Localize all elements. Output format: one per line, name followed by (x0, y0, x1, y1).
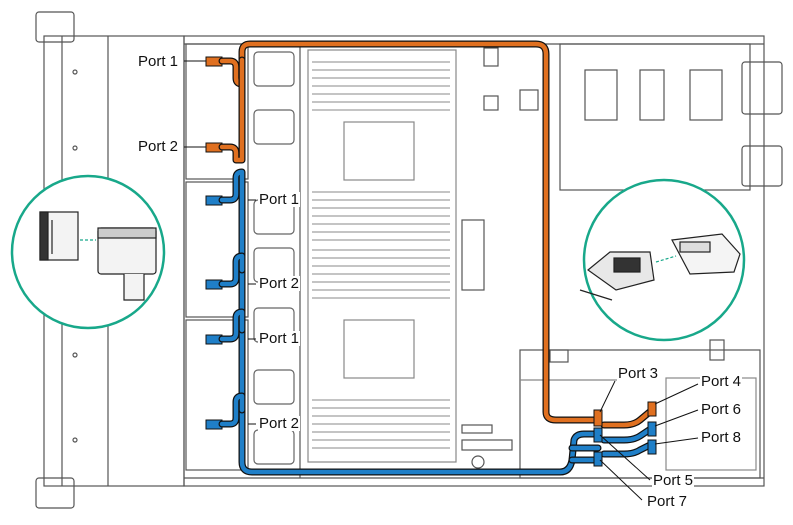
rear-port-2 (741, 145, 783, 187)
front-handle-bottom (35, 477, 75, 509)
label-mid-port-1b: Port 1 (258, 330, 301, 347)
connector-port-3 (593, 409, 603, 427)
orange-cables (218, 40, 656, 429)
front-handle-top (35, 11, 75, 43)
connector-port-5 (593, 427, 603, 443)
leader-lines (184, 60, 699, 501)
connector-port-8 (647, 439, 657, 455)
rear-port-1 (741, 61, 783, 115)
label-mid-port-1a: Port 1 (258, 191, 301, 208)
processor-2 (343, 319, 415, 379)
controller-connectors (593, 401, 657, 467)
drive-cage-1 (185, 43, 249, 180)
drive-connectors (205, 56, 223, 430)
storage-controller-area (519, 349, 761, 479)
label-mid-port-2a: Port 2 (258, 275, 301, 292)
connector-port-7 (593, 451, 603, 467)
label-right-port-5: Port 5 (652, 472, 695, 489)
label-right-port-3: Port 3 (617, 365, 660, 382)
label-right-port-7: Port 7 (646, 493, 689, 510)
connector-detail-icon (579, 233, 741, 301)
chassis-outline (183, 35, 765, 487)
label-right-port-8: Port 8 (700, 429, 743, 446)
label-mid-port-2b: Port 2 (258, 415, 301, 432)
blue-cables (218, 168, 656, 476)
label-right-port-6: Port 6 (700, 401, 743, 418)
processor-1 (343, 121, 415, 181)
connector-port-6 (647, 421, 657, 437)
drive-cage-3 (185, 319, 249, 471)
left-callout (10, 174, 166, 330)
drive-cage-2 (185, 181, 249, 318)
label-right-port-4: Port 4 (700, 373, 743, 390)
connector-port-4 (647, 401, 657, 417)
label-left-port-2: Port 2 (137, 138, 180, 155)
connector-detail-icon (39, 211, 157, 301)
label-left-port-1: Port 1 (137, 53, 180, 70)
right-callout (579, 178, 746, 342)
